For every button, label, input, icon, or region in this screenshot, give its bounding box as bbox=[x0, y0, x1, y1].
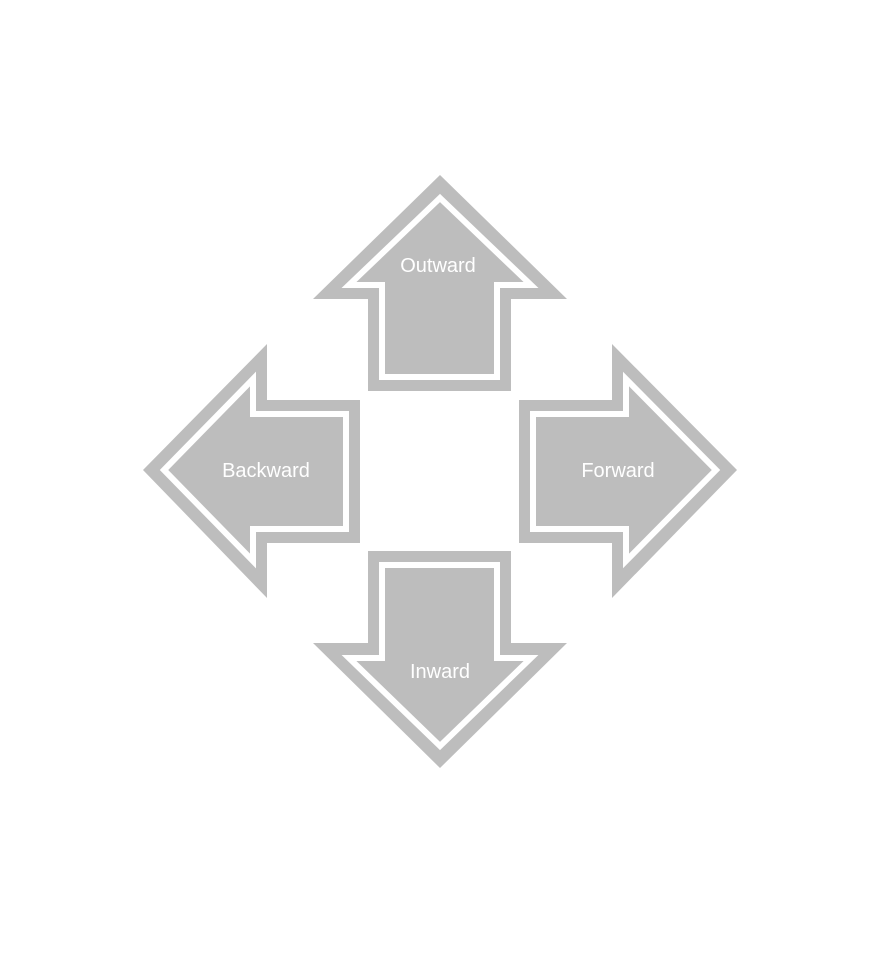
arrow-outward-label: Outward bbox=[400, 255, 476, 277]
arrow-inward-inner-outline bbox=[341, 562, 539, 751]
arrow-backward-inner-outline bbox=[159, 371, 349, 569]
arrow-outward-shape bbox=[313, 175, 567, 391]
arrow-forward-inner-outline bbox=[530, 371, 721, 569]
arrow-outward: Outward bbox=[313, 175, 567, 391]
arrow-inward-label: Inward bbox=[410, 661, 470, 683]
arrow-backward-label: Backward bbox=[222, 460, 310, 482]
arrow-forward: Forward bbox=[519, 344, 737, 598]
arrow-backward-shape bbox=[143, 344, 360, 598]
arrow-outward-inner-outline bbox=[341, 193, 539, 380]
arrow-inward: Inward bbox=[313, 551, 567, 768]
arrow-inward-shape bbox=[313, 551, 567, 768]
arrow-backward: Backward bbox=[143, 344, 360, 598]
arrow-forward-shape bbox=[519, 344, 737, 598]
arrow-forward-label: Forward bbox=[581, 460, 654, 482]
